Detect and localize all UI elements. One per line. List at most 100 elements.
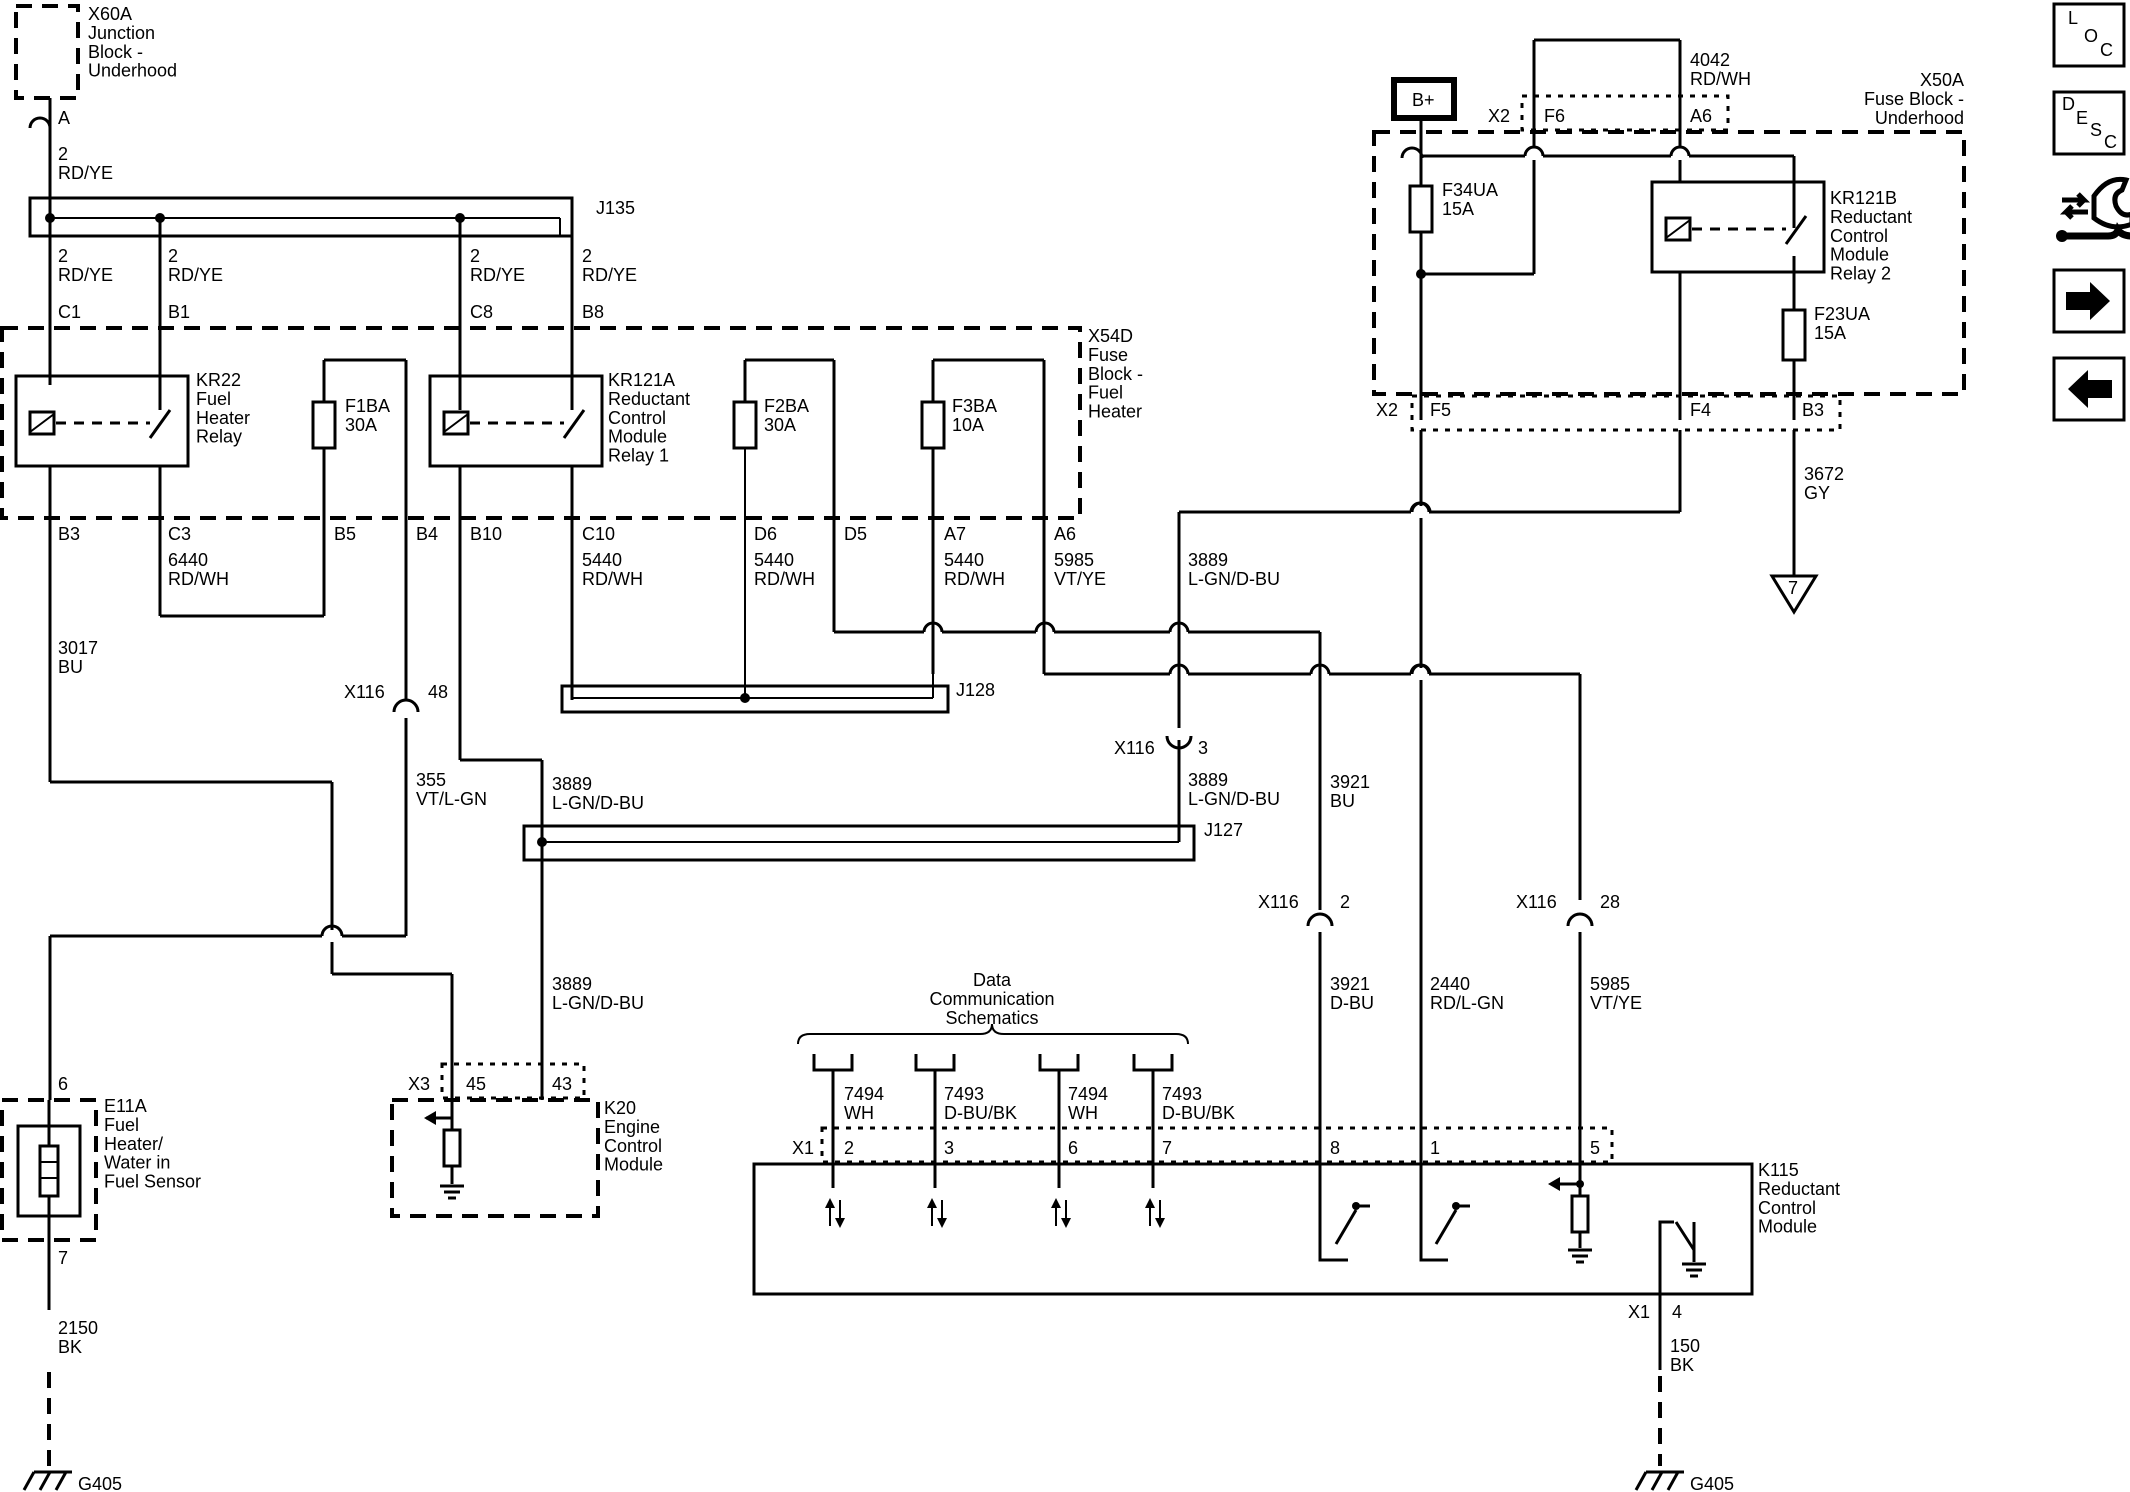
pin-6: 6	[58, 1074, 68, 1094]
pin-28: 28	[1600, 892, 1620, 912]
data-arrows	[825, 1198, 1165, 1228]
pin-a-label: A	[58, 108, 70, 128]
pin-c1: C1	[58, 302, 81, 322]
pin-b4: B4	[416, 524, 438, 544]
desc-letter-c: C	[2104, 132, 2117, 152]
pin-k5: 5	[1590, 1138, 1600, 1158]
pin-c3: C3	[168, 524, 191, 544]
x3-label: X3	[408, 1074, 430, 1094]
desc-button[interactable]: D E S C	[2052, 90, 2126, 156]
j128-label: J128	[956, 680, 995, 700]
j127-splice: J127	[522, 820, 1243, 862]
arrow-right-button[interactable]	[2052, 268, 2126, 334]
pin-k7: 7	[1162, 1138, 1172, 1158]
j127-label: J127	[1204, 820, 1243, 840]
pin-b1: B1	[168, 302, 190, 322]
pin-48: 48	[428, 682, 448, 702]
pin-k4: 4	[1672, 1302, 1682, 1322]
pin-k1: 1	[1430, 1138, 1440, 1158]
j128-splice: J128	[560, 448, 995, 714]
x116-pin28-conn: X116	[1516, 892, 1557, 912]
pin-d5: D5	[844, 524, 867, 544]
pin-f6: F6	[1544, 106, 1565, 126]
j135-label: J135	[596, 198, 635, 218]
pin-a6: A6	[1054, 524, 1076, 544]
pin-k2: 2	[844, 1138, 854, 1158]
pin-7: 7	[58, 1248, 68, 1268]
ground-g405-right: G405	[1690, 1474, 1734, 1492]
pin-k8: 8	[1330, 1138, 1340, 1158]
desc-letter-s: S	[2090, 120, 2102, 140]
offpage-ref-7: 7	[1788, 578, 1798, 598]
pin-f4: F4	[1690, 400, 1711, 420]
pin-k3: 3	[944, 1138, 954, 1158]
x1-bottom-label: X1	[1628, 1302, 1650, 1322]
pin-b3-x50: B3	[1802, 400, 1824, 420]
arrow-left-button[interactable]	[2052, 356, 2126, 422]
x2-top-label: X2	[1488, 106, 1510, 126]
loc-letter-c: C	[2100, 40, 2113, 60]
pin-3: 3	[1198, 738, 1208, 758]
x116-pin48-conn: X116	[344, 682, 385, 702]
b-plus-label: B+	[1412, 90, 1435, 110]
x2-bottom-label: X2	[1376, 400, 1398, 420]
connector-tool-icon[interactable]	[2056, 176, 2130, 242]
pin-b8: B8	[582, 302, 604, 322]
loc-button[interactable]: L O C	[2052, 2, 2126, 68]
arrow-left-icon	[2068, 370, 2112, 408]
pin-f5: F5	[1430, 400, 1451, 420]
x1-label: X1	[792, 1138, 814, 1158]
pin-k6: 6	[1068, 1138, 1078, 1158]
x116-pin3-conn: X116	[1114, 738, 1155, 758]
desc-letter-d: D	[2062, 94, 2075, 114]
pin-c10: C10	[582, 524, 615, 544]
pin-45: 45	[466, 1074, 486, 1094]
pin-2: 2	[1340, 892, 1350, 912]
pin-b3: B3	[58, 524, 80, 544]
pin-c8: C8	[470, 302, 493, 322]
pin-43: 43	[552, 1074, 572, 1094]
